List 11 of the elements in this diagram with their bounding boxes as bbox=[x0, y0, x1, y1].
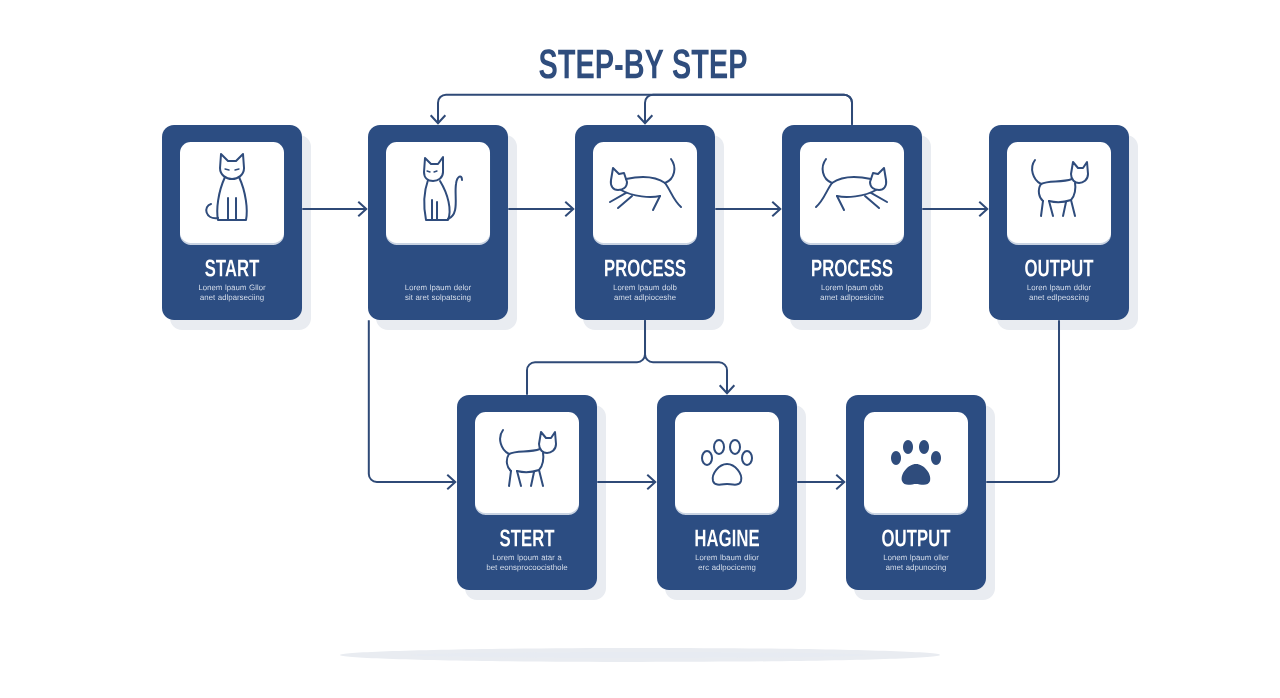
arrow bbox=[921, 200, 989, 218]
arrow bbox=[367, 319, 457, 491]
arrow bbox=[644, 319, 736, 395]
arrow bbox=[301, 200, 368, 218]
arrow bbox=[507, 200, 575, 218]
connector-line bbox=[985, 319, 1060, 483]
arrow bbox=[596, 473, 657, 491]
title: STEP-BY STEP bbox=[539, 49, 747, 79]
arrow bbox=[714, 200, 782, 218]
arrow bbox=[429, 93, 853, 126]
arrow bbox=[796, 473, 846, 491]
